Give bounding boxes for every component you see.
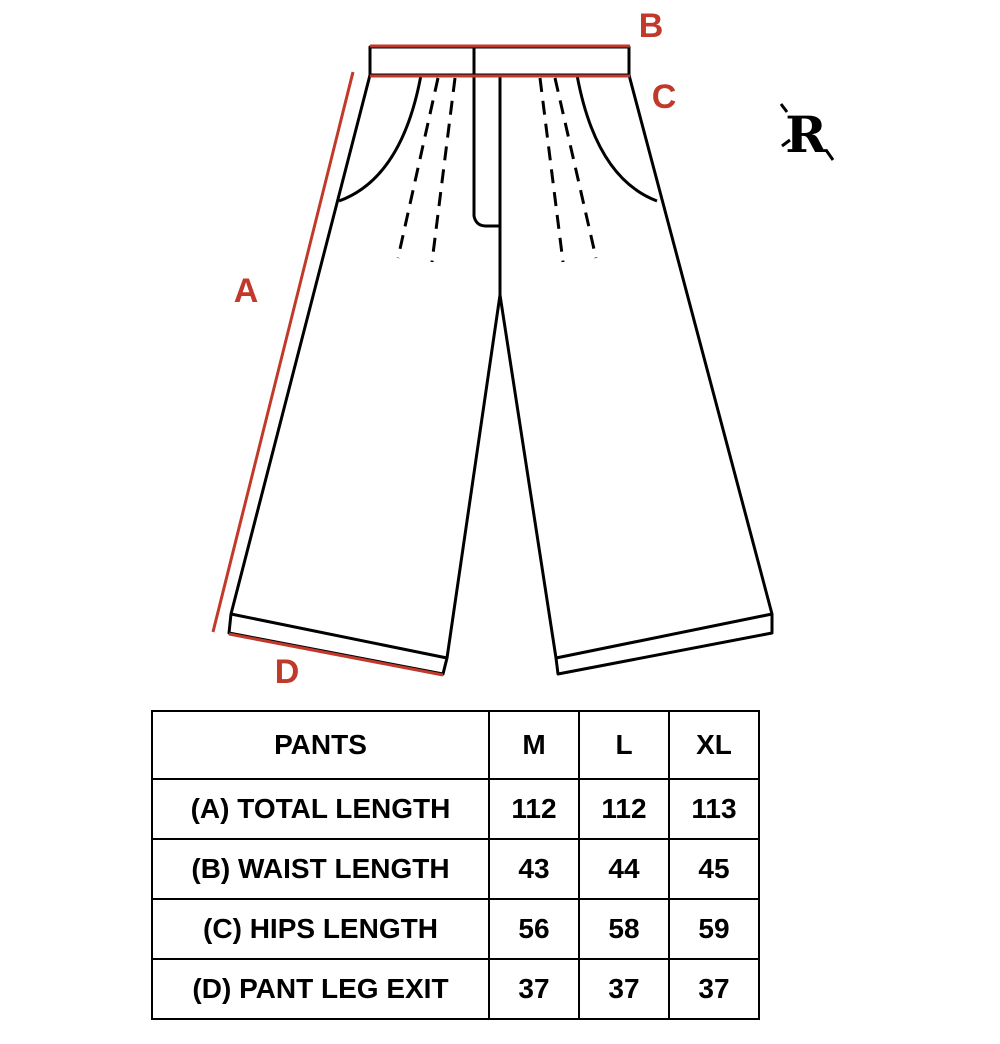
table-header-row: PANTS M L XL xyxy=(151,710,760,780)
measurement-value: 37 xyxy=(578,958,670,1020)
measurement-value: 37 xyxy=(668,958,760,1020)
measurement-value: 56 xyxy=(488,898,580,960)
header-size: M xyxy=(488,710,580,780)
table-row: (B) WAIST LENGTH 43 44 45 xyxy=(151,838,760,900)
pleats xyxy=(396,77,598,263)
measurement-value: 112 xyxy=(488,778,580,840)
dimension-lines xyxy=(211,44,630,677)
pockets xyxy=(338,74,658,203)
dimension-label-a: A xyxy=(234,272,259,310)
measurement-value: 113 xyxy=(668,778,760,840)
measurement-name: (B) WAIST LENGTH xyxy=(151,838,490,900)
table-row: (A) TOTAL LENGTH 112 112 113 xyxy=(151,778,760,840)
header-garment: PANTS xyxy=(151,710,490,780)
measurement-value: 37 xyxy=(488,958,580,1020)
pants-diagram: A B C D R xyxy=(211,7,835,691)
waistband xyxy=(368,45,631,77)
table-row: (D) PANT LEG EXIT 37 37 37 xyxy=(151,958,760,1020)
svg-text:R: R xyxy=(785,105,827,164)
dimension-label-b: B xyxy=(639,7,664,45)
hem-cuffs xyxy=(227,613,774,676)
table-row: (C) HIPS LENGTH 56 58 59 xyxy=(151,898,760,960)
dimension-label-c: C xyxy=(652,78,677,116)
measurement-value: 58 xyxy=(578,898,670,960)
measurement-name: (D) PANT LEG EXIT xyxy=(151,958,490,1020)
measurement-value: 44 xyxy=(578,838,670,900)
measurement-value: 43 xyxy=(488,838,580,900)
dimension-line-a xyxy=(211,71,355,633)
dimension-line-d xyxy=(228,632,444,677)
measurement-name: (C) HIPS LENGTH xyxy=(151,898,490,960)
measurement-value: 112 xyxy=(578,778,670,840)
size-table: PANTS M L XL (A) TOTAL LENGTH 112 112 11… xyxy=(151,710,760,1020)
measurement-value: 45 xyxy=(668,838,760,900)
header-size: XL xyxy=(668,710,760,780)
measurement-name: (A) TOTAL LENGTH xyxy=(151,778,490,840)
dimension-label-d: D xyxy=(275,653,300,691)
brand-logo-icon: R xyxy=(779,103,835,164)
measurement-value: 59 xyxy=(668,898,760,960)
fly xyxy=(472,75,502,295)
header-size: L xyxy=(578,710,670,780)
